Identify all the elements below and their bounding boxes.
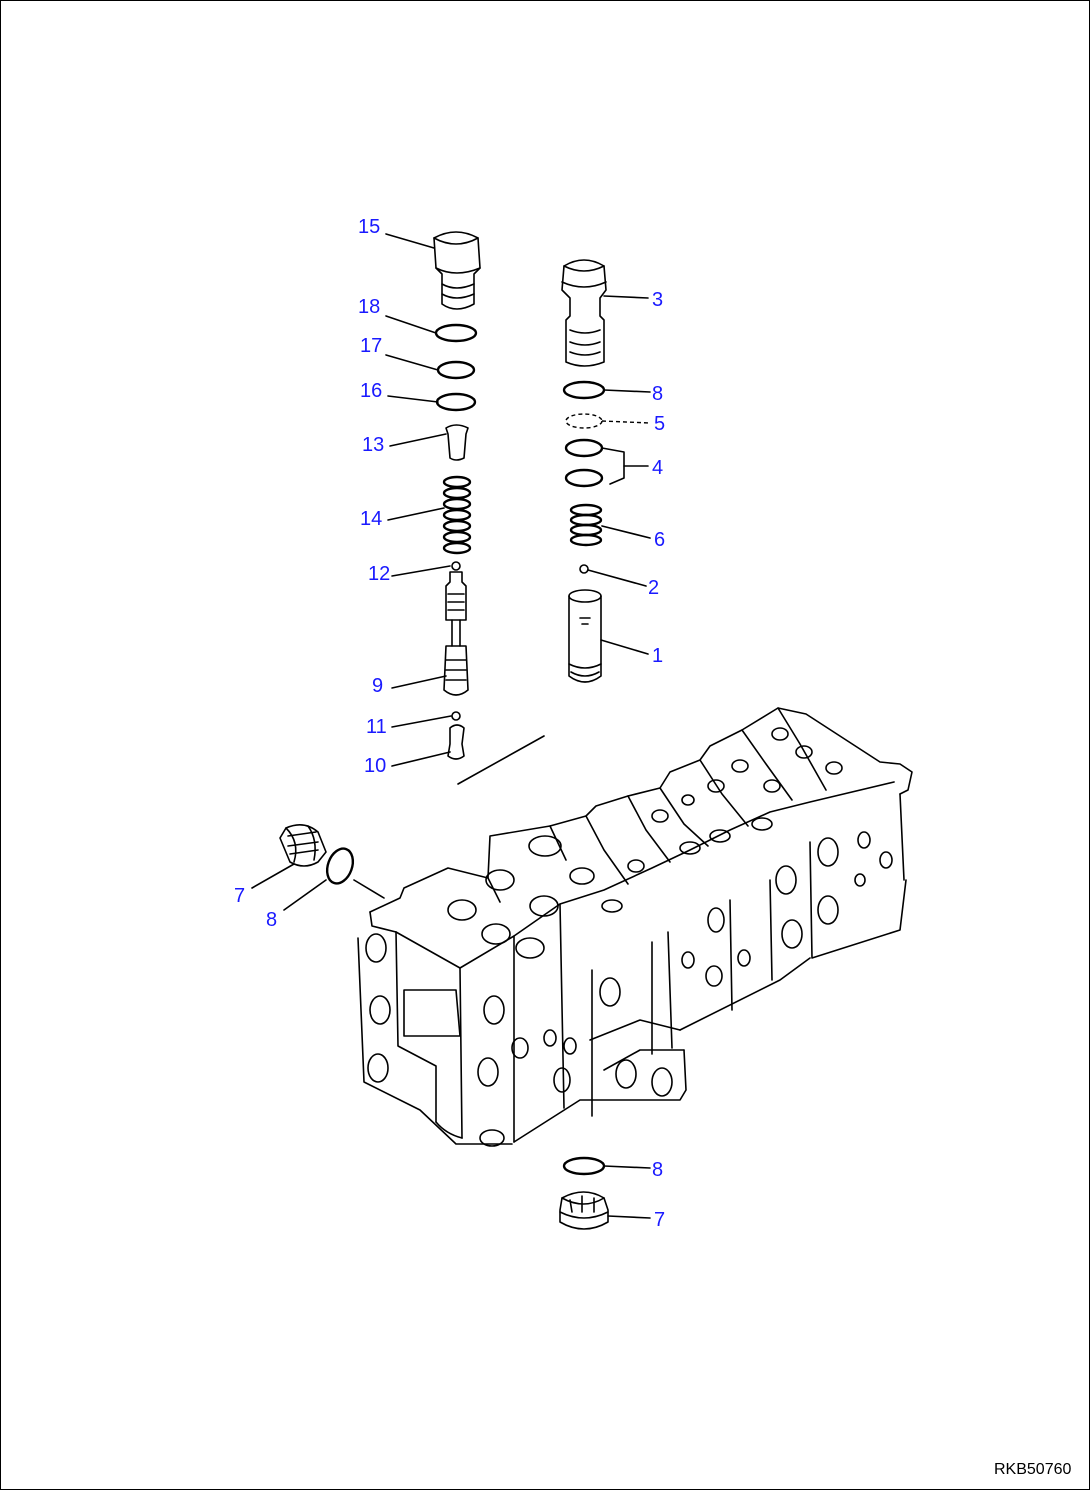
center-line (457, 735, 545, 785)
part-6-spring (569, 503, 603, 547)
part-8-ring-left (325, 847, 355, 885)
part-8-ring-bottom (562, 1156, 606, 1176)
callout-9: 9 (372, 675, 383, 697)
part-4-ring-b (564, 468, 604, 488)
drawing-id: RKB50760 (994, 1461, 1071, 1478)
part-12-ball (451, 561, 461, 571)
callout-7-left: 7 (234, 885, 245, 907)
part-3-plug (561, 259, 607, 367)
callout-17: 17 (360, 335, 382, 357)
part-7-plug-bottom (559, 1191, 609, 1230)
callout-7-bottom: 7 (654, 1209, 665, 1231)
callout-16: 16 (360, 380, 382, 402)
callout-4: 4 (652, 457, 663, 479)
part-17-ring (436, 360, 476, 380)
callout-12: 12 (368, 563, 390, 585)
callout-2: 2 (648, 577, 659, 599)
callout-8-bottom: 8 (652, 1159, 663, 1181)
callout-15: 15 (358, 216, 380, 238)
part-5-ring (565, 413, 603, 429)
callout-13: 13 (362, 434, 384, 456)
callout-5: 5 (654, 413, 665, 435)
part-16-ring (435, 392, 477, 412)
part-4-ring-a (564, 438, 604, 458)
part-14-spring (442, 475, 472, 555)
part-2-ball (579, 564, 589, 574)
part-7-plug-left (279, 824, 327, 867)
callout-1: 1 (652, 645, 663, 667)
callout-3: 3 (652, 289, 663, 311)
part-1-valve (568, 589, 602, 683)
part-15-plug (433, 231, 481, 310)
part-8-ring-upper (562, 380, 606, 400)
callout-11: 11 (366, 716, 387, 738)
callout-8-upper: 8 (652, 383, 663, 405)
callout-8-left: 8 (266, 909, 277, 931)
part-11-ball (451, 711, 461, 721)
part-10-plunger (447, 724, 465, 760)
callout-18: 18 (358, 296, 380, 318)
part-9-poppet (443, 571, 469, 696)
callout-10: 10 (364, 755, 386, 777)
part-18-ring (434, 323, 478, 343)
callout-6: 6 (654, 529, 665, 551)
callout-14: 14 (360, 508, 382, 530)
valve-body (357, 707, 913, 1147)
part-13-cap (445, 424, 469, 461)
leader-lines (251, 233, 651, 1219)
